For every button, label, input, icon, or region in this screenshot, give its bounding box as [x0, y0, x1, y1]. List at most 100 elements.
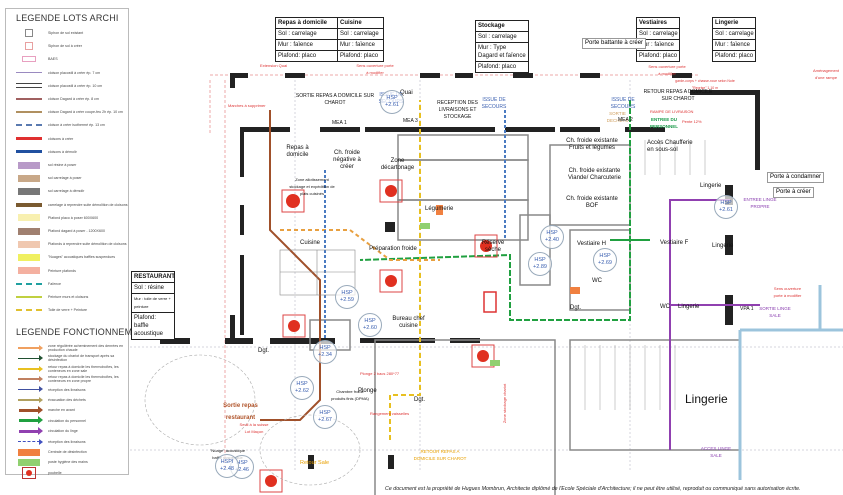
flow-arrows: [260, 100, 760, 450]
legend-item: cloison Dagard à créer ép. 8 cm: [16, 93, 128, 105]
hsp-marker: HSP+2.60: [358, 313, 382, 337]
legend-label: zone réguliérée acheminement des denrées…: [48, 344, 124, 352]
callout-porte-condamner: Porte à condamner: [767, 172, 825, 183]
hsp-marker: HSP+2.40: [540, 225, 564, 249]
room-cuisine: Cuisine: [300, 240, 321, 246]
legend-item: poste hygiène des mains: [16, 456, 128, 468]
legend-label: circulation du personnel: [48, 418, 86, 423]
legend-symbol-icon: [16, 375, 43, 383]
card-plafond: Plafond: placo: [476, 61, 528, 72]
sortie-repas-domicile: SORTIE REPAS A DOMICILE SUR CHAROT: [295, 93, 375, 106]
legend-label: Plafonds à reprendre suite démolition de…: [48, 242, 127, 247]
legend-label: cloisons à créer: [48, 136, 74, 141]
room-ch-froide-negative: Ch. froide négative à créer: [333, 150, 361, 170]
card-title: RESTAURANT: [134, 274, 175, 280]
legend-label: BAES: [48, 57, 58, 62]
room-reserve-seche: Réserve sèche: [481, 240, 505, 253]
pente: Pente 12%: [682, 119, 702, 124]
legend-item: marche en avant: [16, 404, 128, 416]
sens-ouverture-1: Sens ouverture porte à modifier: [356, 63, 394, 75]
room-card-repas-domicile: Repas à domicile Sol : carrelage Mur : f…: [275, 17, 339, 62]
legend-label: réception des livraisons: [48, 439, 86, 444]
card-sol: Sol : carrelage: [338, 28, 383, 39]
card-plafond: Plafond: placo: [276, 50, 338, 61]
linge-arrow: [669, 199, 730, 450]
legend-symbol-icon: [16, 240, 42, 248]
legend-label: Peinture plafonds: [48, 268, 76, 273]
legend-item: Centrale de désinfection: [16, 446, 128, 458]
mea-3: MEA 3: [403, 118, 418, 124]
legend-label: retour repas à domicile les thermoboîtes…: [48, 364, 119, 373]
legend-label: carrelage à reprendre suite démolition d…: [48, 202, 128, 207]
legend-label: Plafond placo à poser 600X600: [48, 215, 99, 220]
reception-livraisons: RECEPTION DES LIVRAISONS ET STOCKAGE: [437, 100, 478, 120]
legend-symbol-icon: [16, 95, 42, 103]
room-lingerie-big: Lingerie: [685, 392, 728, 406]
legend-panel: LEGENDE LOTS ARCHI Siphon de sol existan…: [5, 8, 151, 479]
legend-item: poubelle: [16, 466, 128, 479]
acces-linge-sale: ACCES LINGE SALE: [700, 446, 732, 458]
legend-label: cloison placostil à créer ép. 10 cm: [48, 83, 103, 88]
legend-item: retour repas à domicile les thermoboîtes…: [16, 363, 128, 375]
legend-symbol-icon: [16, 161, 42, 169]
card-mur: Mur : Type Dagard et faïence: [476, 42, 528, 61]
room-dgt-2: Dgt.: [258, 348, 270, 354]
legend-item: zone réguliérée acheminement des denrées…: [16, 342, 128, 354]
chambre-froide-produits: Chambre froide produits finis (DPMA): [331, 389, 369, 401]
legend-label: cloison Dagard à créer ép. 8 cm: [48, 97, 99, 101]
hsp-marker: HSP+2.69: [593, 248, 617, 272]
legend-symbol-icon: [16, 55, 42, 63]
room-card-lingerie: Lingerie Sol : carrelage Mur : faïence P…: [712, 17, 756, 62]
legend-item: réception des livraisons: [16, 436, 128, 448]
zone-stockage-chariot: Zone stockage chariot: [502, 383, 508, 424]
mea-1: MEA 1: [332, 120, 347, 126]
legend-symbol-icon: [16, 227, 42, 235]
legend-label: sol carrelage à démolir: [48, 189, 85, 194]
hsp-marker: HSP+2.59: [335, 285, 359, 309]
room-plonge: Plonge: [358, 388, 377, 394]
room-ch-froide-fruits: Ch. froide existante Fruits et légumes: [566, 138, 618, 151]
room-lingerie-top: Lingerie: [700, 183, 722, 189]
card-title: Stockage: [478, 23, 505, 29]
legend-item: Peinture murs et cloisons: [16, 291, 128, 303]
room-zone-decartonage: Zone décartonage: [380, 158, 415, 171]
legend-symbol-icon: [16, 201, 42, 209]
legend-item: circulation du personnel: [16, 415, 128, 427]
entree-linge-propre: ENTREE LINGE PROPRE: [743, 197, 777, 209]
legend-archi-title: LEGENDE LOTS ARCHI: [16, 13, 119, 23]
card-title: Cuisine: [340, 20, 362, 26]
mea-2: MEA 2: [618, 117, 633, 123]
legend-label: poste hygiène des mains: [48, 460, 88, 465]
issue-secours-2: ISSUE DE SECOURS: [481, 97, 507, 110]
legend-label: Siphon de sol existant: [48, 31, 84, 35]
legend-item: "Nuages" acoustiques baffles suspendues: [16, 251, 128, 263]
rampe-livraison: RAMPE DE LIVRAISON: [650, 109, 694, 114]
legend-item: Siphon de sol existant: [16, 27, 128, 39]
garde-corps: garde-corps + chasse-roue selon Note "Re…: [675, 79, 735, 90]
legend-label: retour repas à domicile les thermoboîtes…: [48, 375, 119, 384]
sens-ouverture-3: Sens ouverture porte à modifier: [773, 286, 802, 298]
production-chaude-arrow: [280, 229, 440, 261]
card-plafond: Plafond: placo: [338, 50, 383, 61]
legend-item: cloison placostil à créer ép. 10 cm: [16, 80, 128, 92]
card-plafond: Plafond: placo: [637, 50, 679, 61]
card-mur: Mur : faïence: [713, 39, 755, 50]
legend-item: Plafond placo à poser 600X600: [16, 212, 128, 224]
hsp-marker: HSP+2.62: [290, 376, 314, 400]
legend-item: sol carrelage à poser: [16, 172, 128, 184]
legend-item: Faïence: [16, 278, 128, 290]
card-title: Lingerie: [715, 20, 739, 26]
legend-label: cloison à créer isothermé ép. 13 cm: [48, 123, 105, 128]
legend-symbol-icon: [16, 448, 42, 456]
callout-porte-creer: Porte à créer: [773, 187, 814, 198]
vpa-1: VPA 1: [740, 306, 754, 312]
legend-item: retour repas à domicile les thermoboîtes…: [16, 373, 128, 385]
retour-repas-arrow: [389, 100, 421, 440]
hsp-marker: HSPI+2.48: [215, 454, 239, 478]
legend-label: cloison Dagard à créer coupe-feu 2h ép. …: [48, 110, 123, 115]
legend-symbol-icon: [16, 135, 42, 143]
room-lingerie-small: Lingerie: [678, 304, 700, 310]
legend-symbol-icon: [16, 386, 43, 394]
legend-label: circulation du linge: [48, 429, 78, 434]
card-mur: Mur : toile de verre + peinture: [132, 293, 174, 312]
